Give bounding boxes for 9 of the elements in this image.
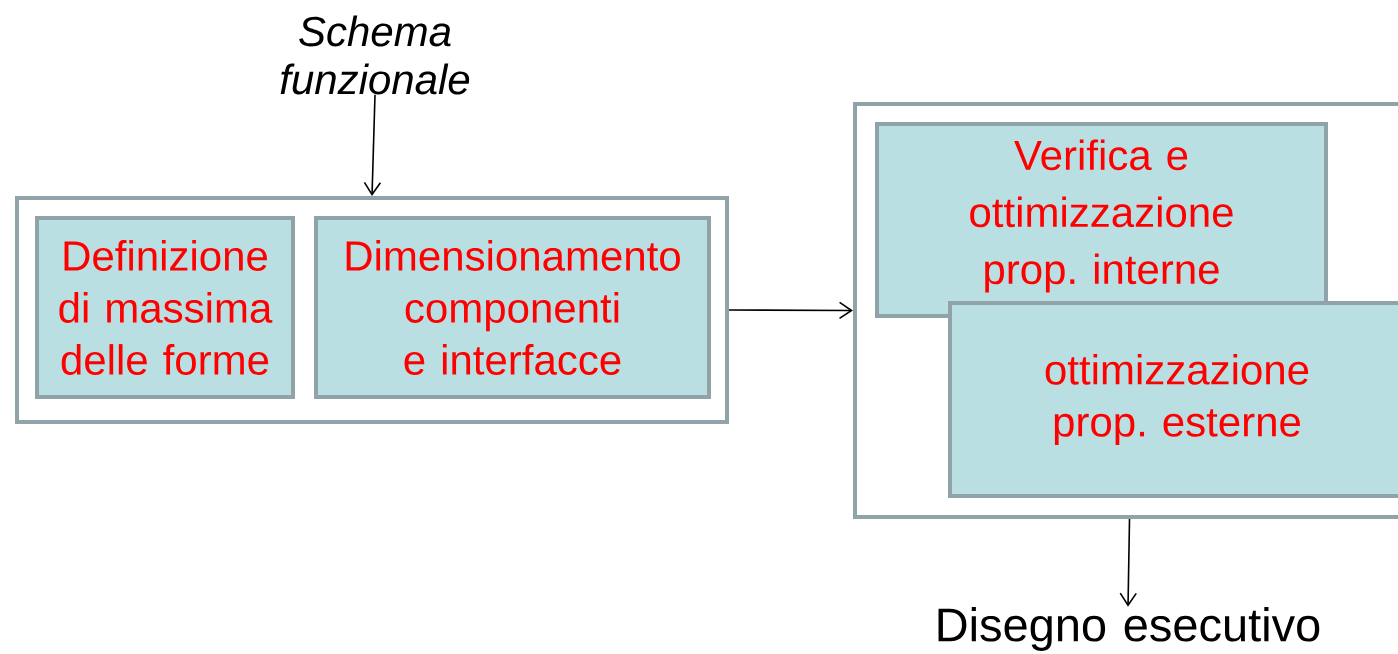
process-box: Dimensionamento componenti e interfacce — [314, 216, 711, 399]
process-box: Definizione di massima delle forme — [35, 216, 295, 399]
box-label: Verifica e ottimizzazione prop. interne — [970, 139, 1233, 293]
output-text: Disegno esecutivo — [938, 607, 1320, 651]
process-box: ottimizzazione prop. esterne — [948, 301, 1398, 498]
caption-text: Schema funzionale — [280, 15, 470, 95]
arrow — [728, 301, 853, 320]
arrow — [363, 94, 382, 196]
arrow — [1119, 518, 1138, 607]
